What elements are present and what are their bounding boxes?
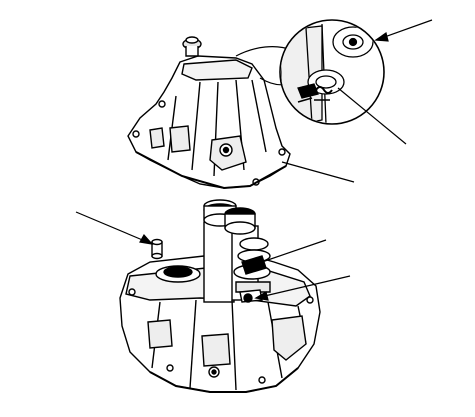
upper-bolt-1	[158, 100, 166, 108]
magnifier-inset-icon	[235, 19, 385, 125]
inset-washer	[297, 83, 319, 99]
callout-lower-right	[255, 275, 351, 299]
callout-mid-right	[261, 239, 327, 263]
inset-plug-socket	[348, 37, 358, 47]
lower-bolt-6	[258, 376, 266, 384]
upper-bolt-2	[132, 130, 140, 138]
shift-fork-1	[241, 255, 267, 275]
lower-case-bottom-edge	[149, 367, 299, 393]
arrow-icon-lower	[254, 291, 269, 301]
breather-cap-top	[185, 36, 199, 44]
upper-bolt-6	[222, 146, 230, 154]
lower-bolt-5	[166, 364, 174, 372]
upper-housing-top-flange	[181, 59, 253, 81]
arrow-icon	[374, 32, 389, 42]
callout-housing-right	[281, 161, 355, 183]
lower-pocket-3	[147, 319, 173, 349]
callout-left-dowel	[75, 211, 153, 245]
lower-bolt-1	[128, 288, 136, 296]
dowel-pin-top	[151, 238, 163, 246]
upper-bolt-3	[278, 148, 286, 156]
callout-inset-lower	[337, 87, 407, 145]
inset-casting-edge	[305, 27, 313, 123]
left-bearing-inner	[163, 266, 193, 278]
shift-rod-end	[243, 293, 253, 303]
arrow-icon-left	[139, 233, 154, 245]
upper-housing-bottom-lip	[135, 151, 287, 190]
lower-bolt-2	[306, 296, 314, 304]
lower-pocket-2	[201, 333, 231, 367]
callout-lines	[75, 19, 433, 301]
mainshaft-body	[203, 221, 235, 303]
gear-stack-4	[235, 281, 271, 293]
lower-transmission-case	[119, 199, 321, 393]
upper-rib-4	[251, 79, 267, 153]
upper-pocket-2	[169, 125, 191, 153]
inset-arrow-left	[297, 97, 313, 103]
upper-rib-1	[191, 81, 201, 171]
dowel-pin-bottom	[151, 252, 163, 260]
lower-rib-3	[231, 299, 237, 391]
breather-stem	[185, 46, 199, 57]
countershaft-gear-bottom	[224, 221, 256, 235]
upper-transmission-housing	[127, 36, 291, 190]
lower-bolt-4	[211, 369, 217, 375]
gear-stack-1	[239, 237, 269, 251]
upper-pocket-3	[149, 127, 165, 149]
lower-rib-2	[189, 299, 197, 389]
inset-seal-ring-inner	[315, 75, 337, 89]
lower-pocket-1	[271, 315, 307, 361]
